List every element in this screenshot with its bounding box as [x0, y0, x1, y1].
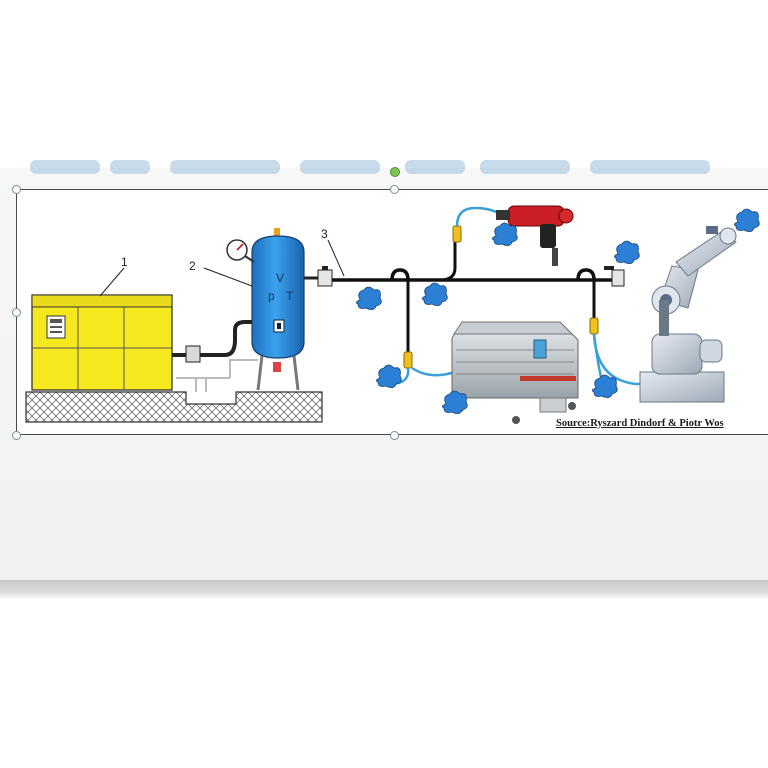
callout-label-tank: 2	[189, 259, 196, 273]
callout-label-compressor: 1	[121, 255, 128, 269]
tank-pressure-symbol: p	[268, 289, 275, 303]
valve-icon	[304, 266, 333, 287]
cut-off-heading	[0, 160, 768, 174]
tank-volume-symbol: V	[276, 271, 284, 285]
quick-coupler-icon	[403, 225, 599, 369]
main-air-line	[332, 240, 625, 352]
tank-temperature-symbol: T	[286, 289, 294, 303]
resize-handle-middle-left[interactable]	[12, 308, 21, 317]
air-tool-icon	[496, 205, 574, 266]
pressure-gauge-icon	[226, 239, 255, 263]
page-shadow	[0, 580, 768, 600]
foundation-slab	[25, 391, 323, 423]
laser-cutter-machine	[451, 321, 579, 424]
resize-handle-bottom-center[interactable]	[390, 431, 399, 440]
rotate-handle[interactable]	[390, 167, 400, 177]
callout-leaders	[99, 239, 345, 297]
compressor-unit	[31, 294, 173, 391]
compressor-outlet-pipe	[172, 320, 258, 392]
air-cloud-icon	[356, 208, 760, 414]
air-receiver-tank	[251, 228, 305, 391]
resize-handle-top-center[interactable]	[390, 185, 399, 194]
resize-handle-bottom-left[interactable]	[12, 431, 21, 440]
resize-handle-top-left[interactable]	[12, 185, 21, 194]
callout-label-line: 3	[321, 227, 328, 241]
industrial-robot-arm	[639, 226, 737, 403]
source-caption: Source:Ryszard Dindorf & Piotr Wos	[556, 418, 724, 429]
